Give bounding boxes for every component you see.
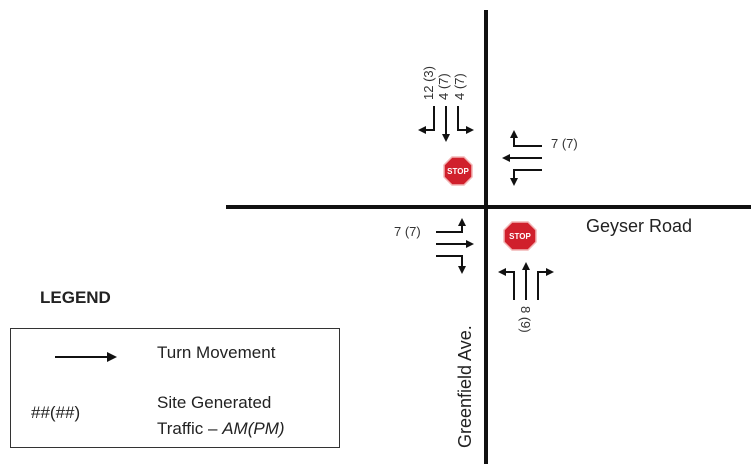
legend-title: LEGEND (40, 288, 111, 307)
legend-arrow-icon (55, 352, 117, 362)
street-name-greenfield-ave: Greenfield Ave. (455, 325, 475, 448)
legend-site-generated-label: Site Generated (157, 393, 272, 412)
eastbound-turn-arrows (436, 218, 474, 274)
stop-sign-southbound-text: STOP (447, 167, 469, 176)
northbound-turn-arrows (498, 262, 554, 300)
street-name-geyser-road: Geyser Road (586, 216, 693, 236)
southbound-right-volume: 4 (7) (452, 73, 467, 100)
stop-sign-southbound (443, 156, 473, 186)
westbound-volume: 7 (7) (551, 136, 578, 151)
stop-sign-northbound-text: STOP (509, 232, 531, 241)
northbound-volume: 8 (9) (518, 306, 533, 333)
westbound-turn-arrows (502, 130, 542, 186)
southbound-turn-arrows (418, 106, 474, 142)
stop-sign-northbound (503, 221, 537, 251)
legend-box: Turn Movement ##(##) Site Generated Traf… (10, 328, 340, 448)
legend-traffic-period: AM(PM) (222, 419, 285, 438)
legend-traffic-text: Traffic – (157, 419, 223, 438)
legend-traffic-label: Traffic – AM(PM) (157, 419, 285, 439)
southbound-left-volume: 12 (3) (421, 66, 436, 100)
eastbound-volume: 7 (7) (394, 224, 421, 239)
legend-turn-movement-label: Turn Movement (157, 343, 276, 362)
southbound-through-volume: 4 (7) (436, 73, 451, 100)
legend-volume-code: ##(##) (31, 403, 81, 422)
